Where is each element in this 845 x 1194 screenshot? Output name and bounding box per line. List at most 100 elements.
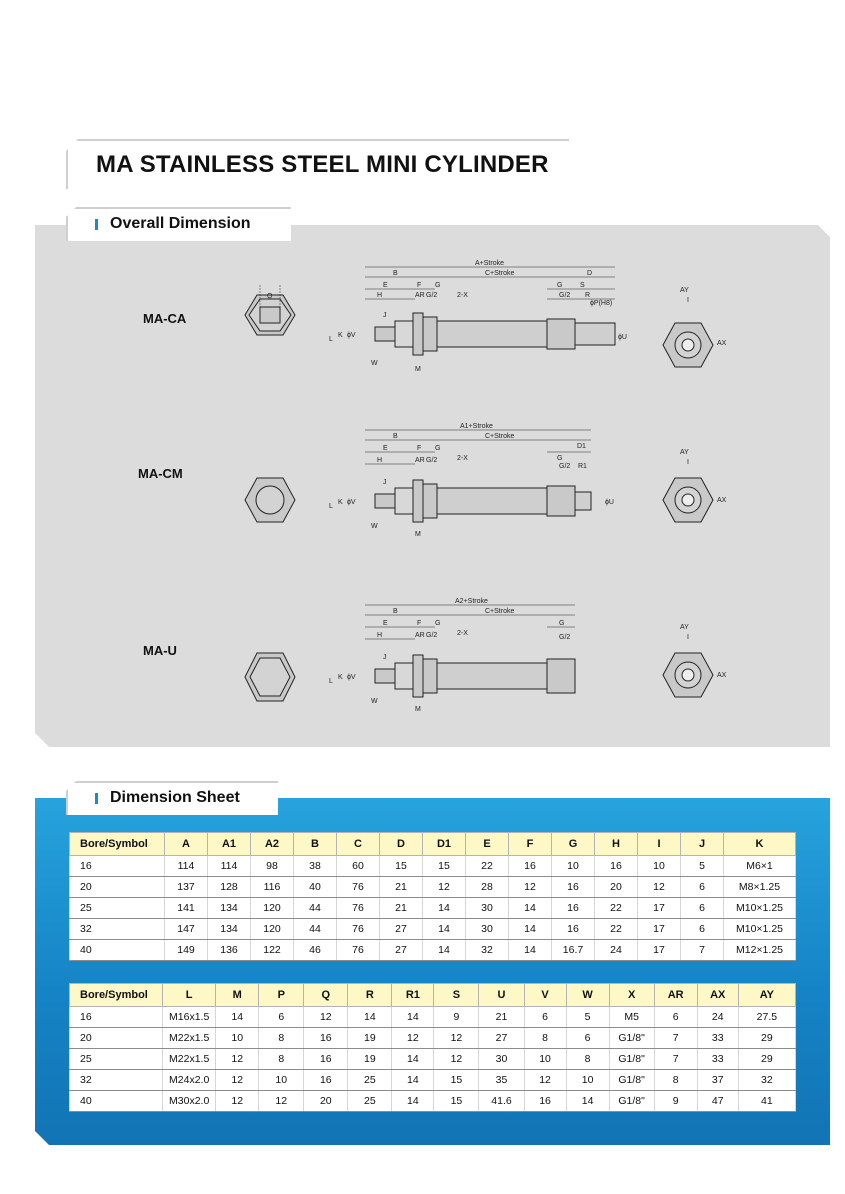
table-cell: 12: [258, 1090, 305, 1112]
table-cell: 22: [465, 855, 509, 877]
dim-f: F: [417, 282, 421, 289]
table-cell: 12: [391, 1027, 435, 1049]
overall-dimension-tab: Overall Dimension: [66, 207, 291, 241]
table-cell: 21: [478, 1006, 525, 1028]
table-cell: 20: [68, 1027, 164, 1049]
table-cell: 134: [207, 897, 251, 919]
table-cell: 8: [653, 1069, 698, 1091]
column-header: Bore/Symbol: [69, 832, 165, 856]
table-cell: M22x1.5: [162, 1027, 217, 1049]
dim-g-half-u: G/2: [426, 632, 437, 639]
table-cell: 20: [69, 876, 165, 898]
dim-2x-u: 2-X: [457, 630, 468, 637]
table-cell: 5: [565, 1006, 610, 1028]
dim-e: E: [383, 282, 388, 289]
table-cell: 136: [207, 939, 251, 961]
table-cell: M6×1: [723, 855, 796, 877]
table-cell: 6: [653, 1006, 698, 1028]
table-cell: 15: [379, 855, 423, 877]
table-cell: 27: [379, 918, 423, 940]
table-cell: 17: [637, 918, 681, 940]
table-cell: 16: [68, 1006, 164, 1028]
dim-f-cm: F: [417, 445, 421, 452]
column-header: I: [637, 832, 681, 856]
table-cell: 8: [258, 1027, 305, 1049]
table-cell: 32: [68, 1069, 164, 1091]
dim-a2-stroke: A2+Stroke: [455, 598, 488, 605]
dim-l-u: L: [329, 678, 333, 685]
table-cell: 6: [680, 918, 724, 940]
ma-u-side-view: [374, 654, 576, 698]
table-cell: 12: [433, 1048, 480, 1070]
table-cell: 16: [551, 876, 595, 898]
table-cell: 35: [478, 1069, 525, 1091]
title-banner: MA STAINLESS STEEL MINI CYLINDER: [66, 139, 569, 189]
dim-g-right-u: G: [559, 620, 564, 627]
ma-cm-drawing: A1+Stroke C+Stroke B D1 E F G G H AR G/2…: [244, 423, 727, 538]
table-cell: 10: [523, 1048, 567, 1070]
dim-i-u: I: [687, 634, 689, 641]
ma-ca-rear-view: [662, 322, 714, 368]
dim-h-cm: H: [377, 457, 382, 464]
ma-ca-front-view: [244, 285, 296, 336]
table-cell: 32: [737, 1069, 797, 1091]
column-header: D: [379, 832, 423, 856]
dim-c-stroke-cm: C+Stroke: [485, 433, 514, 440]
table-cell: 30: [465, 897, 509, 919]
dim-s: S: [580, 282, 585, 289]
dimension-sheet-heading: Dimension Sheet: [110, 789, 240, 806]
table-cell: 6: [258, 1006, 305, 1028]
column-header: F: [508, 832, 552, 856]
table-cell: 16: [303, 1048, 349, 1070]
model-label-ma-u: MA-U: [143, 643, 177, 658]
ma-cm-dimension-lines: [365, 429, 591, 465]
table-cell: 9: [433, 1006, 480, 1028]
dim-k: K: [338, 332, 343, 339]
dim-h: H: [377, 292, 382, 299]
table-cell: 147: [164, 918, 208, 940]
dim-g-half: G/2: [426, 292, 437, 299]
column-header: X: [608, 983, 655, 1007]
column-header: A1: [207, 832, 251, 856]
dim-j: J: [383, 312, 387, 319]
table-cell: 120: [250, 897, 294, 919]
table-cell: M24x2.0: [162, 1069, 217, 1091]
dim-r: R: [585, 292, 590, 299]
table-cell: 22: [594, 918, 638, 940]
column-header: Bore/Symbol: [68, 983, 164, 1007]
table-cell: 15: [422, 855, 466, 877]
dim-k-u: K: [338, 674, 343, 681]
table-cell: 14: [391, 1069, 435, 1091]
dim-i-cm: I: [687, 459, 689, 466]
table-cell: 5: [680, 855, 724, 877]
table-cell: 16: [303, 1069, 349, 1091]
table-cell: 24: [594, 939, 638, 961]
dim-ay: AY: [680, 287, 689, 294]
table-cell: 25: [347, 1069, 393, 1091]
table-cell: 40: [293, 876, 337, 898]
dim-ax: AX: [717, 340, 727, 347]
dim-m-cm: M: [415, 531, 421, 538]
dim-ay-cm: AY: [680, 449, 689, 456]
dim-m-u: M: [415, 706, 421, 713]
dim-f-u: F: [417, 620, 421, 627]
table-cell: 46: [293, 939, 337, 961]
dim-g-cm: G: [435, 445, 440, 452]
column-header: AR: [653, 983, 698, 1007]
table-cell: 15: [433, 1090, 480, 1112]
table-cell: 12: [637, 876, 681, 898]
table-cell: 29: [737, 1048, 797, 1070]
column-header: G: [551, 832, 595, 856]
table-cell: 7: [680, 939, 724, 961]
dim-g-half-cm: G/2: [426, 457, 437, 464]
table-cell: 16: [551, 918, 595, 940]
overall-dimension-heading: Overall Dimension: [110, 215, 251, 232]
dim-g-right: G: [557, 282, 562, 289]
dim-a1-stroke: A1+Stroke: [460, 423, 493, 430]
table-cell: 16: [69, 855, 165, 877]
table-cell: 9: [653, 1090, 698, 1112]
